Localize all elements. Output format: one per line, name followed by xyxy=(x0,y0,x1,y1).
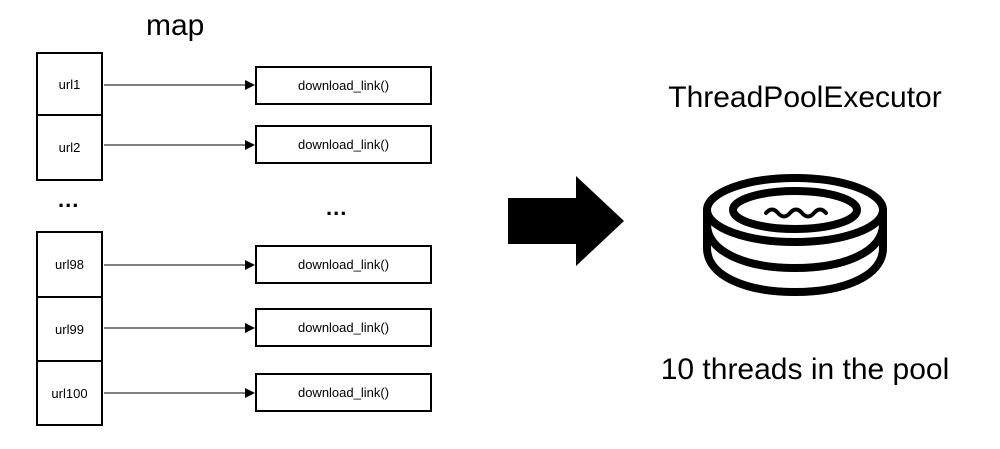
function-box-1: download_link() xyxy=(255,66,432,105)
pool-icon xyxy=(703,174,887,296)
map-title: map xyxy=(146,9,205,42)
function-box-2: download_link() xyxy=(255,125,432,164)
pool-caption: 10 threads in the pool xyxy=(660,353,950,386)
url-box-url1: url1 xyxy=(36,52,103,116)
pool-title: ThreadPoolExecutor xyxy=(668,81,942,114)
right-ellipsis: ... xyxy=(326,195,348,220)
function-box-100: download_link() xyxy=(255,373,432,412)
function-label: download_link() xyxy=(297,137,390,152)
url-label: url100 xyxy=(51,385,88,401)
function-box-98: download_link() xyxy=(255,245,432,284)
url-box-url100: url100 xyxy=(36,360,103,426)
url-label: url2 xyxy=(58,140,81,155)
right-arrow-icon xyxy=(508,176,624,266)
url-label: url99 xyxy=(55,321,84,337)
function-label: download_link() xyxy=(297,385,390,400)
url-label: url1 xyxy=(58,76,81,92)
function-box-99: download_link() xyxy=(255,308,432,347)
function-label: download_link() xyxy=(297,78,390,93)
url-box-url98: url98 xyxy=(36,231,103,298)
left-ellipsis: ... xyxy=(58,187,80,212)
function-label: download_link() xyxy=(297,320,390,335)
url-box-url2: url2 xyxy=(36,114,103,181)
url-label: url98 xyxy=(55,257,84,272)
function-label: download_link() xyxy=(297,257,390,272)
url-box-url99: url99 xyxy=(36,296,103,362)
